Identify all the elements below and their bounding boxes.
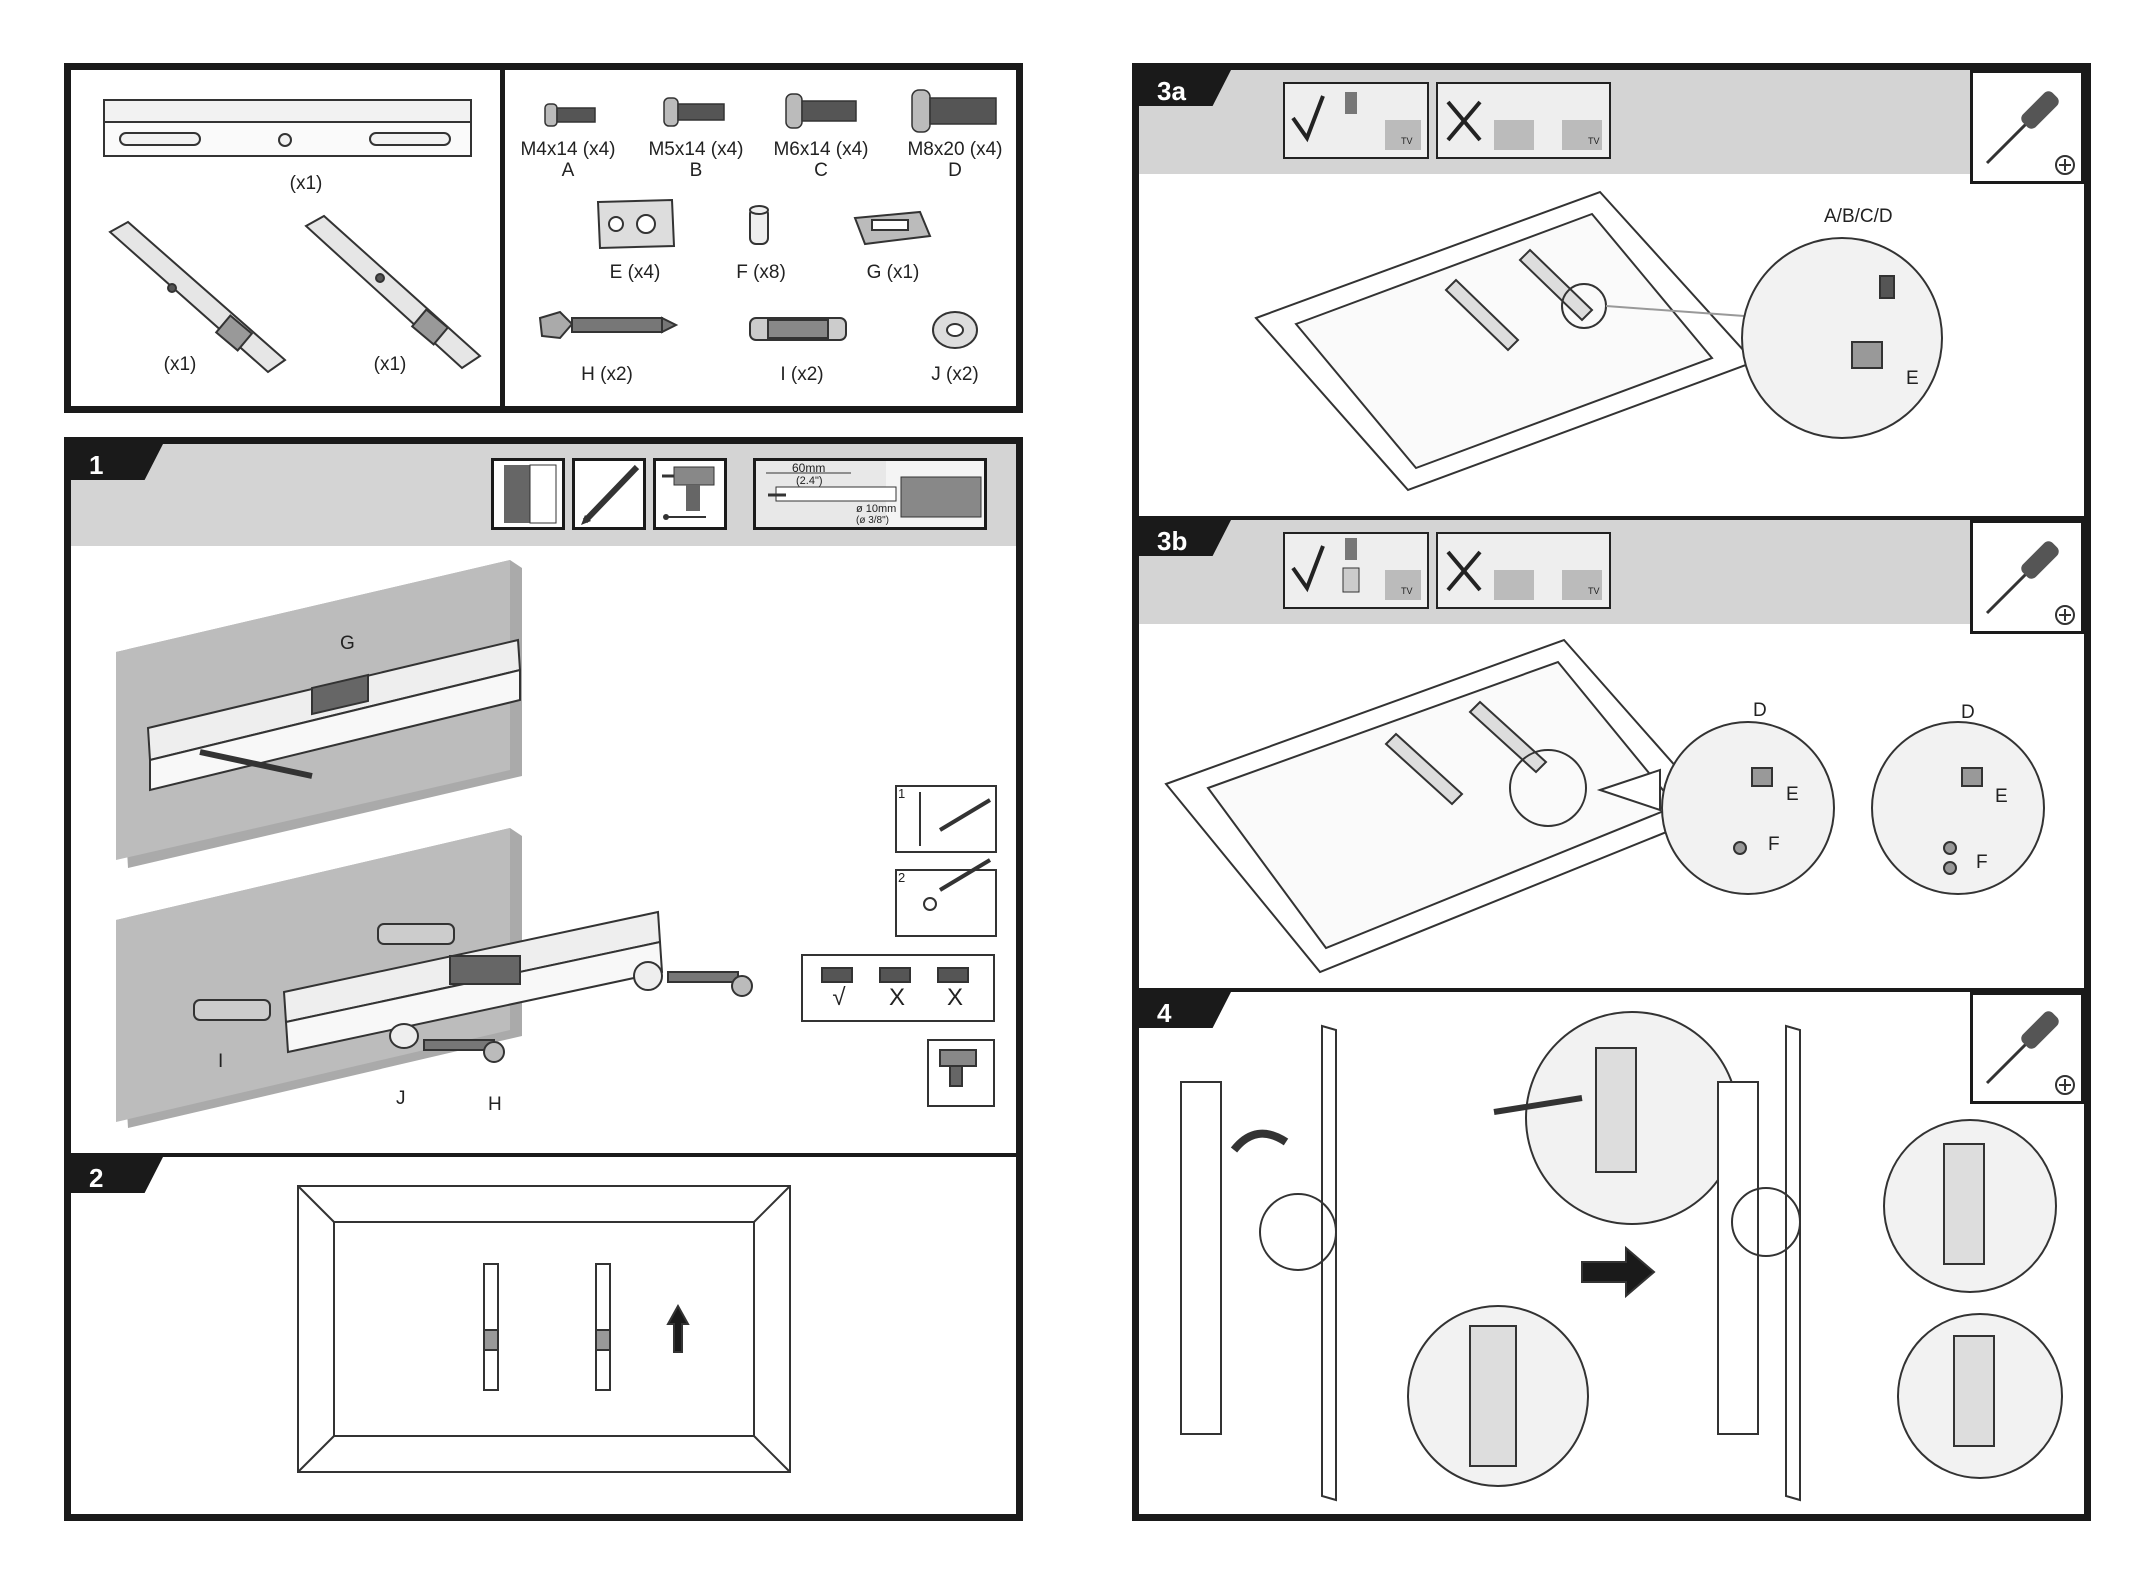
- step-4-art: [0, 0, 2154, 1587]
